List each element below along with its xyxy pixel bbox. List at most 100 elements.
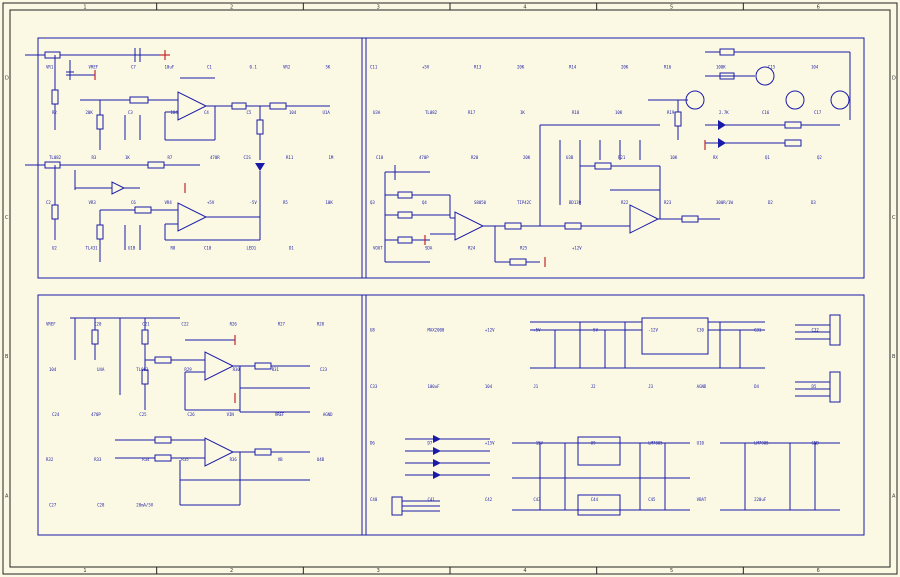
component-label: R24: [468, 245, 476, 250]
component-label: C11: [370, 65, 378, 70]
component-label: VOUT: [373, 245, 383, 250]
component-label: 20K: [621, 65, 629, 70]
zone-col-label: 2: [230, 5, 233, 11]
component-label: MAX2000: [427, 327, 444, 332]
component-label: C41: [427, 497, 435, 502]
component-label: 10K: [615, 110, 623, 115]
component-label: C45: [648, 497, 656, 502]
component-label: R32: [46, 457, 54, 462]
component-label: C40: [370, 497, 378, 502]
zone-row-label: C: [892, 215, 896, 221]
component-label: 0.1: [250, 65, 258, 70]
component-label: C42: [485, 497, 493, 502]
component-label: VR1: [46, 65, 54, 70]
component-label: Q1: [765, 155, 770, 160]
component-label: D5: [812, 384, 817, 389]
component-label: R33: [94, 457, 102, 462]
zone-col-label: 1: [83, 568, 86, 574]
component-label: U3A: [373, 110, 381, 115]
component-label: 104: [49, 367, 57, 372]
component-label: U9: [591, 440, 596, 445]
component-label: C32: [812, 327, 820, 332]
component-label: D1: [289, 245, 294, 250]
component-label: R3: [92, 155, 97, 160]
component-label: C18: [376, 155, 384, 160]
component-label: 2.7K: [719, 110, 729, 115]
zone-col-label: 2: [230, 568, 233, 574]
component-label: SDA: [425, 245, 433, 250]
component-label: C25: [139, 412, 147, 417]
component-label: R8: [171, 245, 176, 250]
component-label: VREF: [89, 65, 99, 70]
zone-col-label: 4: [523, 568, 526, 574]
component-label: R17: [468, 110, 476, 115]
component-label: C5: [247, 110, 252, 115]
component-label: C4: [204, 110, 209, 115]
zone-col-label: 4: [523, 5, 526, 11]
component-label: VR4: [165, 200, 173, 205]
component-label: R30: [233, 367, 241, 372]
component-label: R5: [283, 200, 288, 205]
component-label: 470P: [91, 412, 101, 417]
component-label: R22: [621, 200, 629, 205]
component-label: 470R: [210, 155, 220, 160]
component-label: R28: [317, 322, 325, 327]
component-label: 20K: [523, 155, 531, 160]
component-label: U1B: [128, 245, 136, 250]
component-label: +5V: [422, 65, 430, 70]
component-label: J1: [533, 384, 538, 389]
component-label: C27: [49, 502, 57, 507]
component-label: LM7805: [648, 440, 663, 445]
zone-col-label: 5: [670, 568, 673, 574]
component-label: 5K: [326, 65, 331, 70]
component-label: 20K: [86, 110, 94, 115]
component-label: 100uF: [427, 384, 440, 389]
component-label: U4B: [317, 457, 325, 462]
component-label: AGND: [697, 384, 707, 389]
component-label: C23: [320, 367, 328, 372]
component-label: +5V: [207, 200, 215, 205]
component-label: 20K: [517, 65, 525, 70]
component-label: 220uF: [754, 497, 767, 502]
component-label: R2: [52, 110, 57, 115]
component-label: C2: [46, 200, 51, 205]
component-label: 1K: [125, 155, 130, 160]
component-label: R36: [230, 457, 238, 462]
component-label: C10: [204, 245, 212, 250]
component-label: LED1: [247, 245, 257, 250]
component-label: D3: [811, 200, 816, 205]
component-label: C7: [131, 65, 136, 70]
component-label: C24: [52, 412, 60, 417]
component-label: J3: [648, 384, 653, 389]
component-label: GND: [812, 440, 820, 445]
component-label: Q3: [370, 200, 375, 205]
component-label: +15V: [485, 440, 495, 445]
component-label: Q4: [422, 200, 427, 205]
component-label: U2: [52, 245, 57, 250]
component-label: U10: [697, 440, 705, 445]
component-label: C26: [187, 412, 195, 417]
component-label: 104: [485, 384, 493, 389]
component-label: VB: [278, 457, 283, 462]
component-label: 10K: [670, 155, 678, 160]
component-label: C31: [754, 327, 762, 332]
component-label: VBAT: [697, 497, 707, 502]
component-label: -5V: [250, 200, 258, 205]
panel-top-right: [361, 37, 865, 279]
component-label: R20: [471, 155, 479, 160]
component-label: C21: [142, 322, 150, 327]
component-label: U3B: [566, 155, 574, 160]
component-label: 104: [811, 65, 819, 70]
component-label: D2: [768, 200, 773, 205]
component-label: VR2: [283, 65, 291, 70]
panel-top-left: [25, 37, 367, 279]
component-label: R35: [181, 457, 189, 462]
component-label: C43: [533, 497, 541, 502]
component-label: C33: [370, 384, 378, 389]
component-label: D7: [427, 440, 432, 445]
zone-row-label: B: [5, 354, 9, 360]
